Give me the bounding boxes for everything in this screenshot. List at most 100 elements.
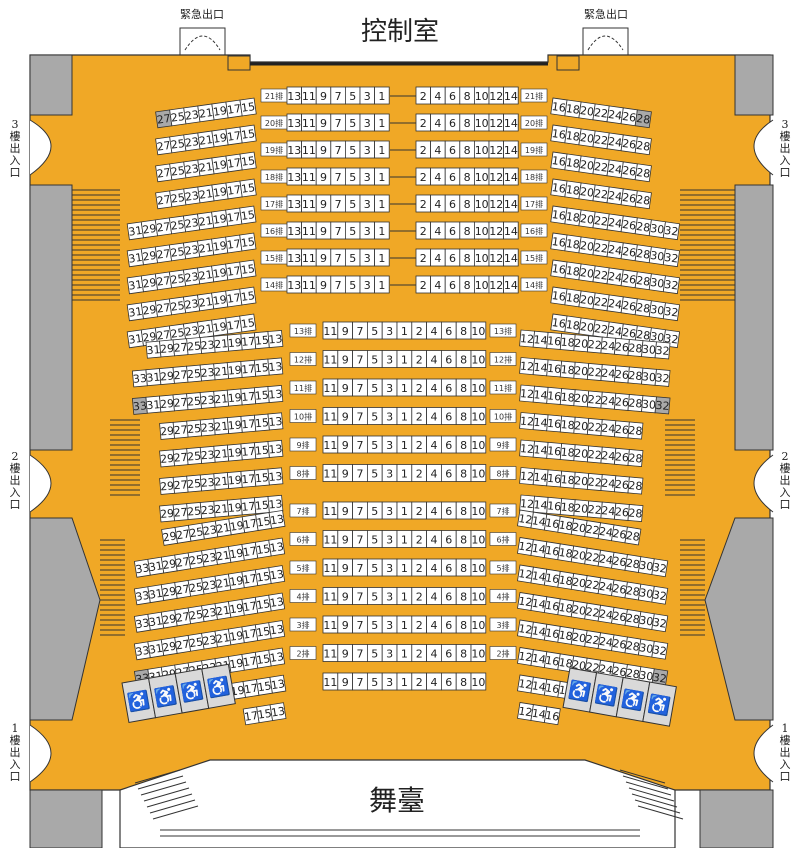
row-tag: 13排	[289, 323, 317, 338]
seat: 5	[366, 435, 383, 454]
seat-box	[268, 509, 286, 529]
seat: 11	[301, 167, 317, 186]
seat-number: 25	[187, 367, 202, 381]
seat: 13	[286, 113, 303, 132]
seat-number: 9	[342, 411, 349, 424]
seat-number: 10	[471, 354, 485, 367]
seat-number: 28	[635, 112, 651, 127]
seat-number: 22	[587, 420, 602, 434]
seat: 4	[430, 221, 446, 240]
seat-number: 6	[445, 676, 452, 689]
seat-number: 19	[229, 601, 245, 616]
seat-number: 19	[212, 158, 228, 173]
seat-box	[543, 706, 561, 726]
seat-number: 16	[544, 544, 560, 559]
seat-number: 24	[607, 324, 623, 339]
row-tag-box	[289, 352, 317, 366]
seat-number: 6	[449, 252, 456, 265]
seat-number: 2	[416, 505, 423, 518]
seat-number: 13	[287, 90, 301, 103]
seat: 7	[330, 275, 346, 294]
seat-number: 9	[320, 252, 327, 265]
seat: 6	[440, 350, 457, 368]
seat-number: 21	[214, 475, 229, 489]
wall-left-low	[29, 517, 101, 721]
seat: 2	[411, 672, 427, 691]
seat-number: 3	[364, 198, 371, 211]
seat: 7	[352, 321, 368, 340]
seat: 1	[396, 615, 413, 634]
seat-box	[470, 350, 487, 368]
seat-number: 9	[342, 354, 349, 367]
seat: 7	[352, 407, 368, 425]
seat-box	[470, 464, 487, 482]
seat-number: 4	[431, 534, 438, 547]
seat-number: 27	[173, 506, 188, 520]
seat: 1	[374, 86, 390, 105]
seat-number: 14	[531, 597, 547, 612]
seat-number: 11	[302, 90, 316, 103]
seat-number: 5	[371, 382, 378, 395]
seat: 8	[459, 248, 475, 267]
seat-box	[503, 167, 519, 186]
seat-number: 28	[635, 301, 651, 316]
seat-number: 27	[173, 341, 188, 355]
seat-number: 2	[420, 279, 427, 292]
row-tag-box	[289, 617, 317, 632]
seat-number: 29	[142, 249, 158, 264]
row-tag-box	[489, 589, 517, 603]
seat-number: 22	[587, 338, 602, 352]
stair-step	[137, 775, 184, 790]
seat-number: 11	[302, 117, 316, 130]
seat-number: 22	[587, 503, 602, 517]
seat-number: 30	[641, 398, 656, 412]
row-tag: 12排	[289, 352, 317, 366]
seat-number: 7	[335, 198, 342, 211]
seat: 5	[344, 194, 361, 213]
seat-number: 21	[198, 241, 214, 256]
seat-number: 13	[268, 415, 283, 429]
seat-number: 10	[471, 411, 485, 424]
seat-number: 12	[517, 512, 533, 527]
emergency-exit-left	[179, 27, 251, 71]
seat-number: 4	[431, 468, 438, 481]
seat-number: 12	[489, 171, 503, 184]
seat: 10	[473, 113, 490, 132]
seat-number: 4	[431, 648, 438, 661]
row-tag-box	[489, 323, 517, 338]
seat-number: 2	[416, 648, 423, 661]
seat-number: 28	[628, 479, 643, 493]
seat-number: 25	[187, 395, 202, 409]
seat-number: 20	[574, 447, 589, 461]
row-label: 2排	[296, 649, 309, 659]
seat-number: 11	[323, 619, 337, 632]
seat-number: 16	[547, 334, 562, 348]
seat-number: 18	[560, 391, 575, 405]
seat-number: 1	[378, 171, 385, 184]
seat: 7	[330, 86, 346, 105]
row-label: 11排	[294, 383, 312, 393]
seat: 2	[411, 530, 427, 548]
seat-number: 5	[371, 619, 378, 632]
seat: 2	[415, 167, 432, 186]
row-label: 15排	[265, 253, 283, 263]
seat-number: 15	[240, 154, 256, 169]
seat-number: 13	[269, 540, 285, 555]
seat: 9	[315, 86, 332, 105]
seat-number: 18	[558, 628, 574, 643]
seat: 6	[444, 86, 461, 105]
seat-number: 12	[519, 359, 534, 373]
seat-number: 4	[431, 354, 438, 367]
seat-number: 25	[188, 608, 204, 623]
row-label: 18排	[525, 172, 543, 182]
seat-number: 14	[533, 361, 548, 375]
seat-number: 8	[464, 171, 471, 184]
exit-label-char: 出	[780, 473, 791, 487]
seat-number: 29	[142, 276, 158, 291]
seat: 11	[301, 113, 317, 132]
seat-number: 2	[416, 562, 423, 575]
seat: 7	[352, 530, 368, 548]
seat-number: 14	[531, 679, 547, 694]
